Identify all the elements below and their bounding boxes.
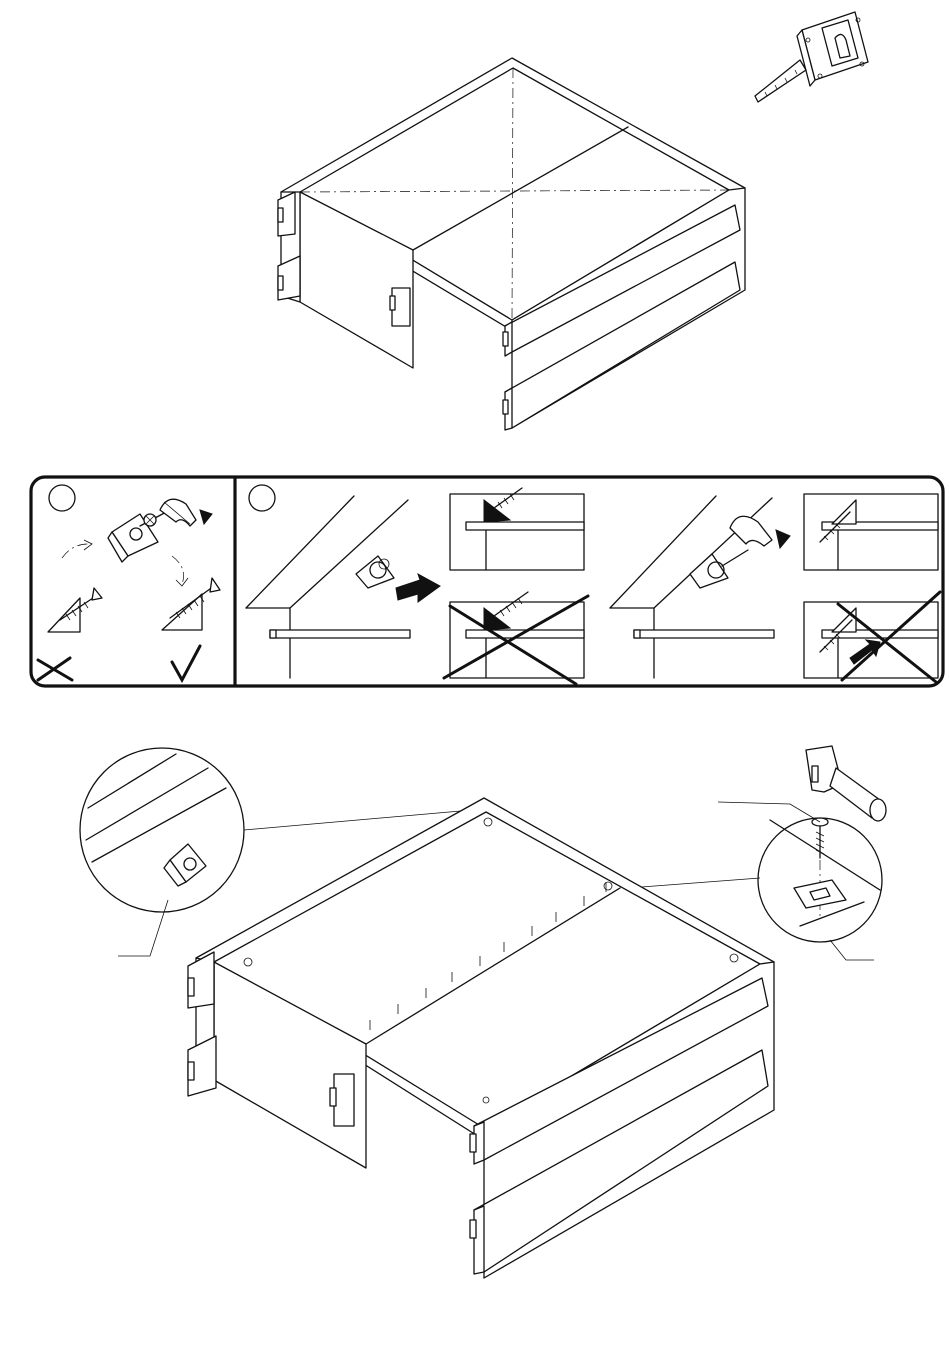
- push-arrow-icon: [396, 574, 440, 602]
- correct-orientation: [162, 578, 220, 680]
- tape-measure-icon: [755, 12, 868, 102]
- bottom-cabinet-drawing: [0, 740, 950, 1300]
- step-2-scene-a: [246, 496, 440, 678]
- rotate-arrow-icon: [730, 516, 772, 546]
- step-2-badge: [249, 485, 275, 511]
- rotate-arrow-icon: [160, 499, 212, 526]
- step-2-scene-b: [610, 496, 790, 678]
- top-cabinet-drawing: [0, 0, 950, 440]
- instructions-svg: [0, 474, 950, 690]
- step-1-badge: [49, 485, 75, 511]
- fitting-instructions-panel: [0, 474, 950, 690]
- step-2-detail-wrong-b: [804, 592, 940, 682]
- step-2-detail-correct: [450, 488, 584, 570]
- bottom-illustration: [0, 740, 950, 1300]
- top-illustration: [0, 0, 950, 440]
- cabinet-bottom-view: [188, 798, 774, 1278]
- step-1: [38, 485, 220, 680]
- step-2-detail-correct-b: [804, 494, 938, 570]
- cabinet-top-view: [278, 58, 745, 430]
- check-mark-icon: [172, 646, 200, 680]
- step-2: [246, 485, 940, 684]
- step-2-detail-wrong: [444, 592, 588, 684]
- cross-mark-icon: [38, 658, 72, 680]
- hammer-icon: [806, 746, 886, 821]
- wrong-orientation: [38, 588, 102, 680]
